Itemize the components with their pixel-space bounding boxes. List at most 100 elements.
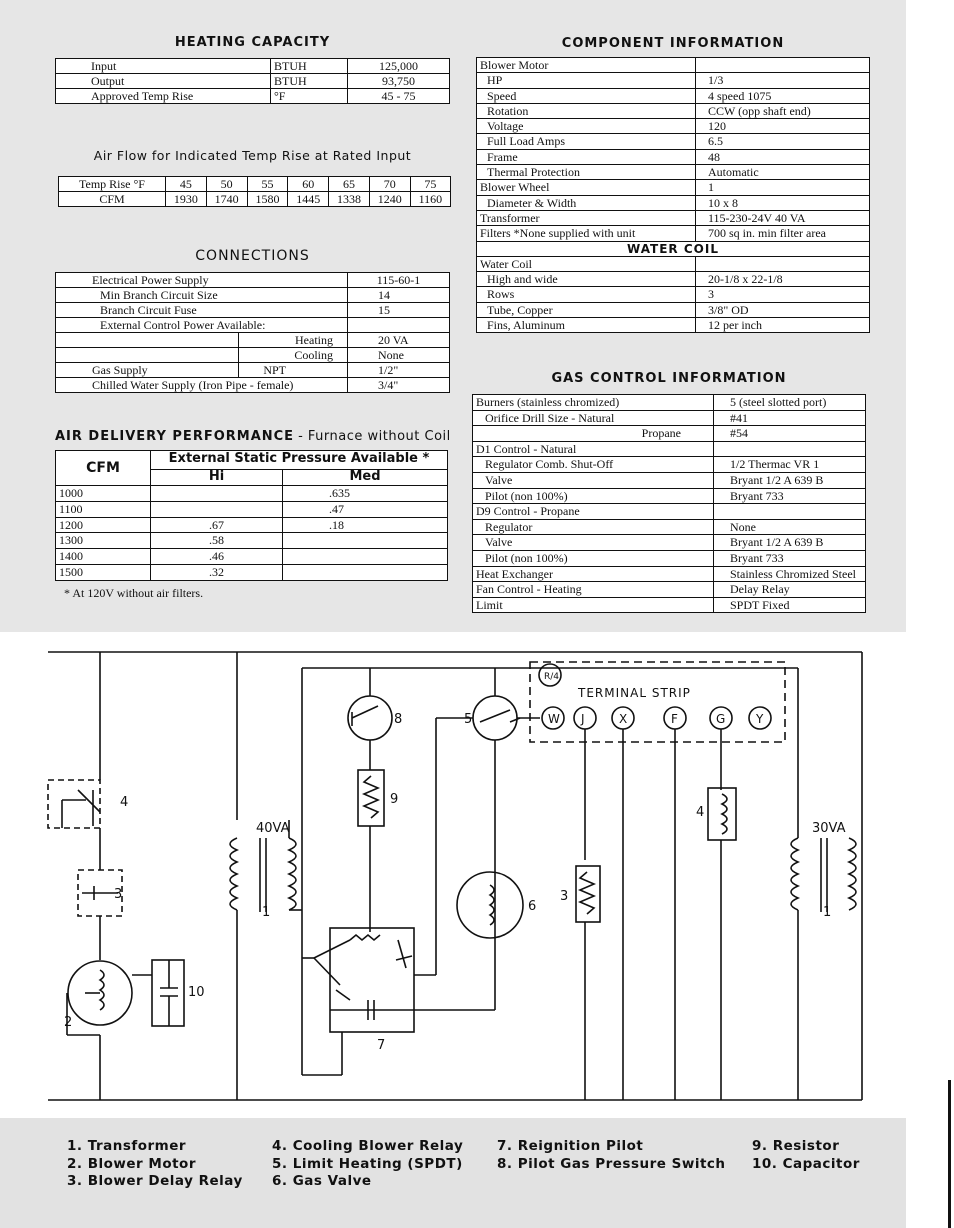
component-label: Speed <box>476 87 696 104</box>
hi-cell: .32 <box>150 563 283 581</box>
connections-title: CONNECTIONS <box>195 248 310 264</box>
cfm-cell: 1100 <box>55 500 151 518</box>
table-row: 1100 .47 <box>55 500 448 518</box>
label-5: 5 <box>464 712 472 727</box>
wiring-diagram: R/4 TERMINAL STRIP W J X F G Y 40VA 30VA… <box>47 651 863 1101</box>
table-row: Pilot (non 100%)Bryant 733 <box>472 487 866 505</box>
gas-label: Heat Exchanger <box>472 565 714 583</box>
component-label: Voltage <box>476 118 696 135</box>
table-row: 1300.58 <box>55 532 448 550</box>
water-coil-label: Tube, Copper <box>476 301 696 319</box>
legend-item: 10. Capacitor <box>752 1155 860 1172</box>
water-coil-label: High and wide <box>476 271 696 288</box>
cfm-cell: 1200 <box>55 516 151 534</box>
terminal-y: Y <box>755 712 764 726</box>
connection-sublabel: NPT <box>238 362 348 378</box>
legend-column-1: 1. Transformer 2. Blower Motor 3. Blower… <box>67 1138 243 1191</box>
table-row: Orifice Drill Size - Natural#41 <box>472 409 866 427</box>
reignition-pilot <box>313 927 415 1033</box>
med-cell <box>282 563 448 581</box>
cfm-cell: 1400 <box>55 548 151 565</box>
med-cell: .47 <box>282 500 448 518</box>
gas-label: Valve <box>472 534 714 551</box>
legend-item: 8. Pilot Gas Pressure Switch <box>497 1155 726 1172</box>
hi-cell <box>150 500 283 518</box>
component-label: Full Load Amps <box>476 133 696 150</box>
component-label: Filters *None supplied with unit <box>476 225 696 242</box>
label-3-left: 3 <box>114 887 122 902</box>
heating-label: Output <box>55 73 271 89</box>
component-label: Rotation <box>476 102 696 120</box>
connection-value: 20 VA <box>347 332 450 348</box>
gas-label: Orifice Drill Size - Natural <box>472 409 714 427</box>
label-1-left: 1 <box>262 905 270 920</box>
component-value: 1/3 <box>695 72 870 89</box>
water-coil-value: 3/8" OD <box>695 301 870 319</box>
gas-value <box>713 440 866 458</box>
cfm-cell: 1240 <box>368 191 411 207</box>
legend-item: 9. Resistor <box>752 1138 840 1154</box>
temp-cell: 45 <box>165 176 207 192</box>
gas-value: Stainless Chromized Steel <box>713 565 866 583</box>
table-row: 1500.32 <box>55 563 448 581</box>
water-coil-value: 12 per inch <box>695 317 870 334</box>
heating-label: Approved Temp Rise <box>55 88 271 104</box>
table-row: CFM External Static Pressure Available * <box>55 450 448 486</box>
hi-cell: .58 <box>150 532 283 550</box>
cfm-label: CFM <box>58 191 166 207</box>
med-cell: .635 <box>282 485 448 502</box>
blower-motor <box>67 960 133 1026</box>
label-3-right: 3 <box>560 889 568 904</box>
terminal-f: F <box>671 712 678 726</box>
label-8: 8 <box>394 712 402 727</box>
resistor <box>357 769 385 827</box>
gas-label: Fan Control - Heating <box>472 581 714 598</box>
gas-label: Limit <box>472 596 714 614</box>
hi-cell <box>150 485 283 502</box>
gas-value: 1/2 Thermac VR 1 <box>713 456 866 473</box>
cfm-cell: 1000 <box>55 485 151 502</box>
gas-value: Bryant 1/2 A 639 B <box>713 471 866 489</box>
terminal-strip-label: TERMINAL STRIP <box>577 686 691 700</box>
gas-value: #41 <box>713 409 866 427</box>
heating-label: Input <box>55 58 271 74</box>
terminal-w: W <box>548 712 560 726</box>
label-2: 2 <box>64 1015 72 1030</box>
water-coil-label: Rows <box>476 286 696 303</box>
legend-item: 4. Cooling Blower Relay <box>272 1138 464 1154</box>
component-value: 700 sq in. min filter area <box>695 225 870 242</box>
connection-label: External Control Power Available: <box>55 317 348 333</box>
gas-valve <box>456 871 524 939</box>
cfm-cell: 1160 <box>409 191 452 207</box>
gas-label: Regulator Comb. Shut-Off <box>472 456 714 473</box>
legend-item: 1. Transformer <box>67 1138 187 1154</box>
gas-control-table: Burners (stainless chromized)5 (steel sl… <box>472 394 866 614</box>
temp-cell: 70 <box>368 176 411 192</box>
legend-column-3: 7. Reignition Pilot 8. Pilot Gas Pressur… <box>497 1138 726 1173</box>
air-delivery-note: * At 120V without air filters. <box>64 586 204 600</box>
cfm-cell: 1740 <box>205 191 248 207</box>
water-coil-label: Water Coil <box>476 255 696 273</box>
connection-value: 14 <box>347 287 450 303</box>
table-row: CFM 1930 1740 1580 1445 1338 1240 1160 <box>58 191 452 207</box>
component-value: Automatic <box>695 164 870 181</box>
gas-value: None <box>713 518 866 536</box>
air-delivery-title: AIR DELIVERY PERFORMANCE <box>55 429 295 444</box>
gas-label: Pilot (non 100%) <box>472 487 714 505</box>
connection-value: 3/4" <box>347 377 450 393</box>
connection-value: 1/2" <box>347 362 450 378</box>
terminal-g: G <box>716 712 725 726</box>
